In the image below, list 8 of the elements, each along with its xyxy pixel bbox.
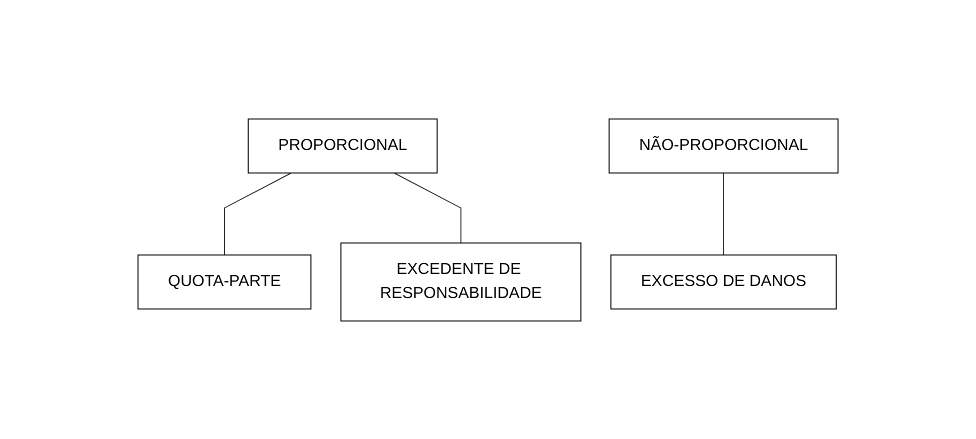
node-box: QUOTA-PARTE	[138, 254, 312, 309]
node-box: PROPORCIONAL	[248, 118, 438, 173]
node-box: NÃO-PROPORCIONAL	[608, 118, 838, 173]
connector	[224, 172, 292, 255]
connector	[394, 172, 462, 243]
node-box: EXCEDENTE DE RESPONSABILIDADE	[340, 242, 582, 321]
node-box: EXCESSO DE DANOS	[610, 254, 837, 309]
connector	[723, 172, 724, 255]
